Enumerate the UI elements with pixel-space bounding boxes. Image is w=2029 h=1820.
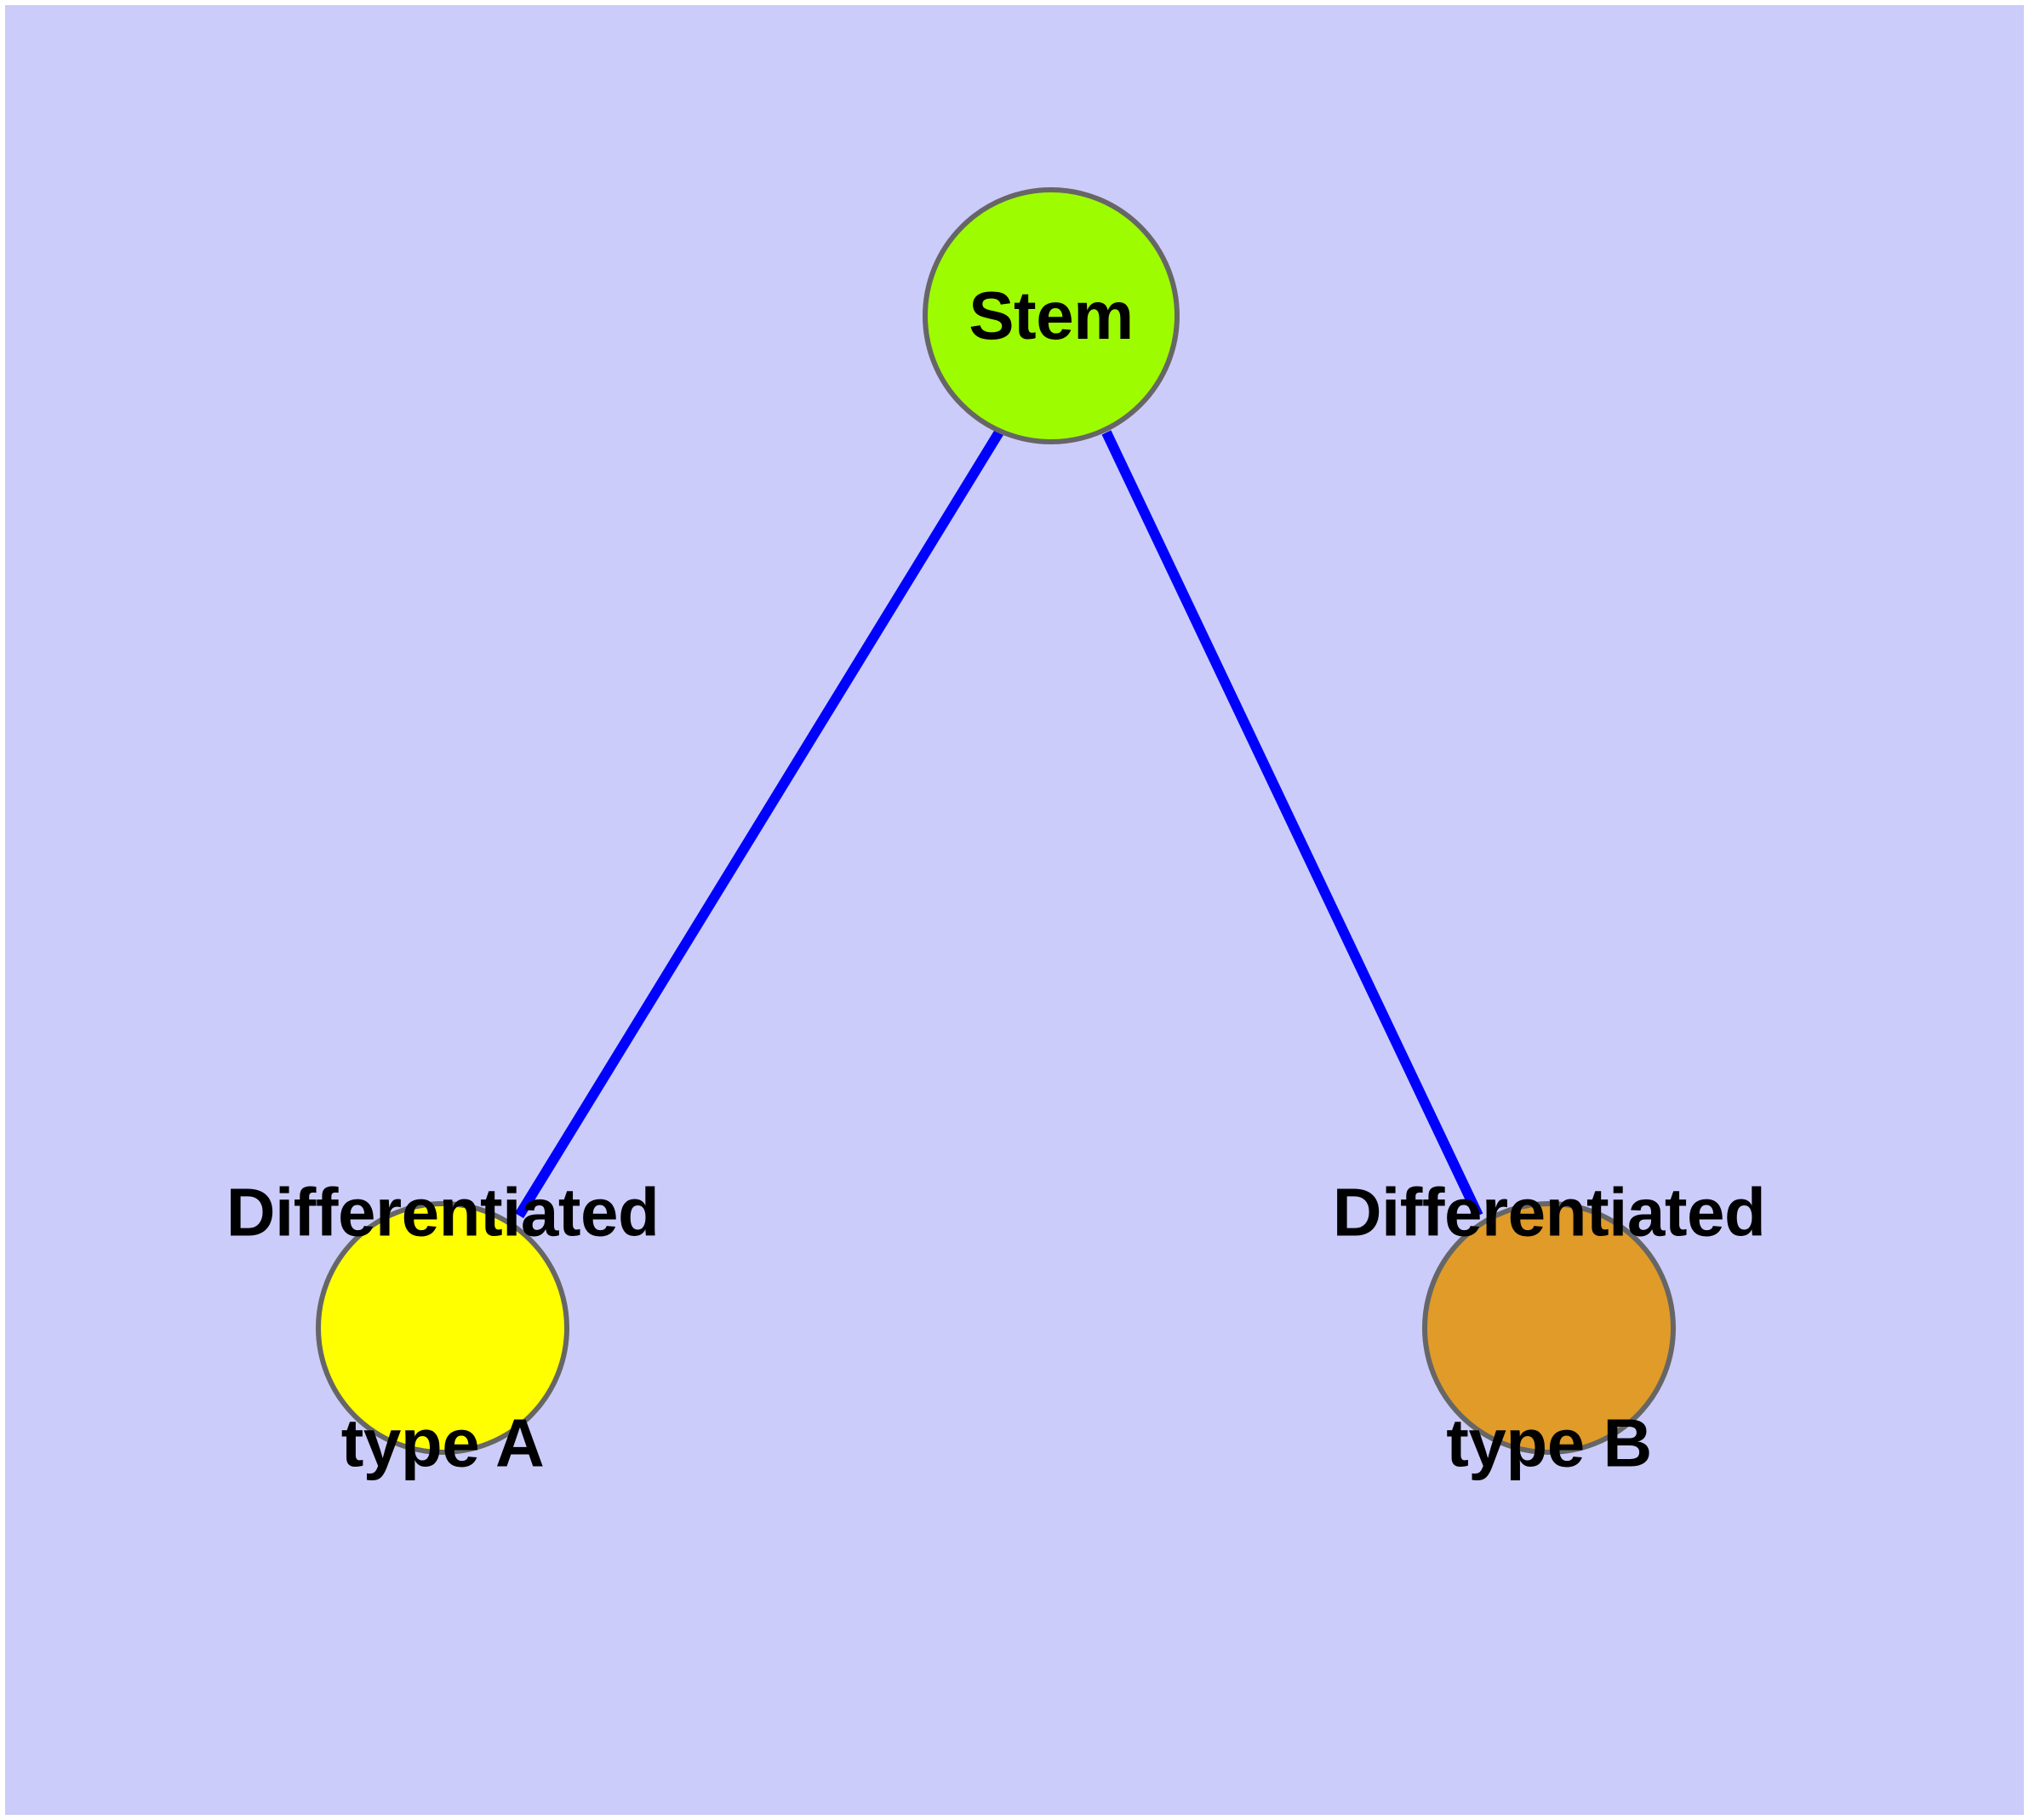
edge-stem-to-differentiated-type-b[interactable] xyxy=(1101,430,1483,1218)
edge-stem-to-differentiated-type-a[interactable] xyxy=(514,427,1005,1219)
node-differentiated-type-b[interactable] xyxy=(1422,1201,1676,1455)
edge-layer xyxy=(514,427,1483,1219)
node-stem[interactable] xyxy=(923,187,1180,444)
node-layer xyxy=(316,187,1676,1455)
node-differentiated-type-a[interactable] xyxy=(316,1201,569,1455)
